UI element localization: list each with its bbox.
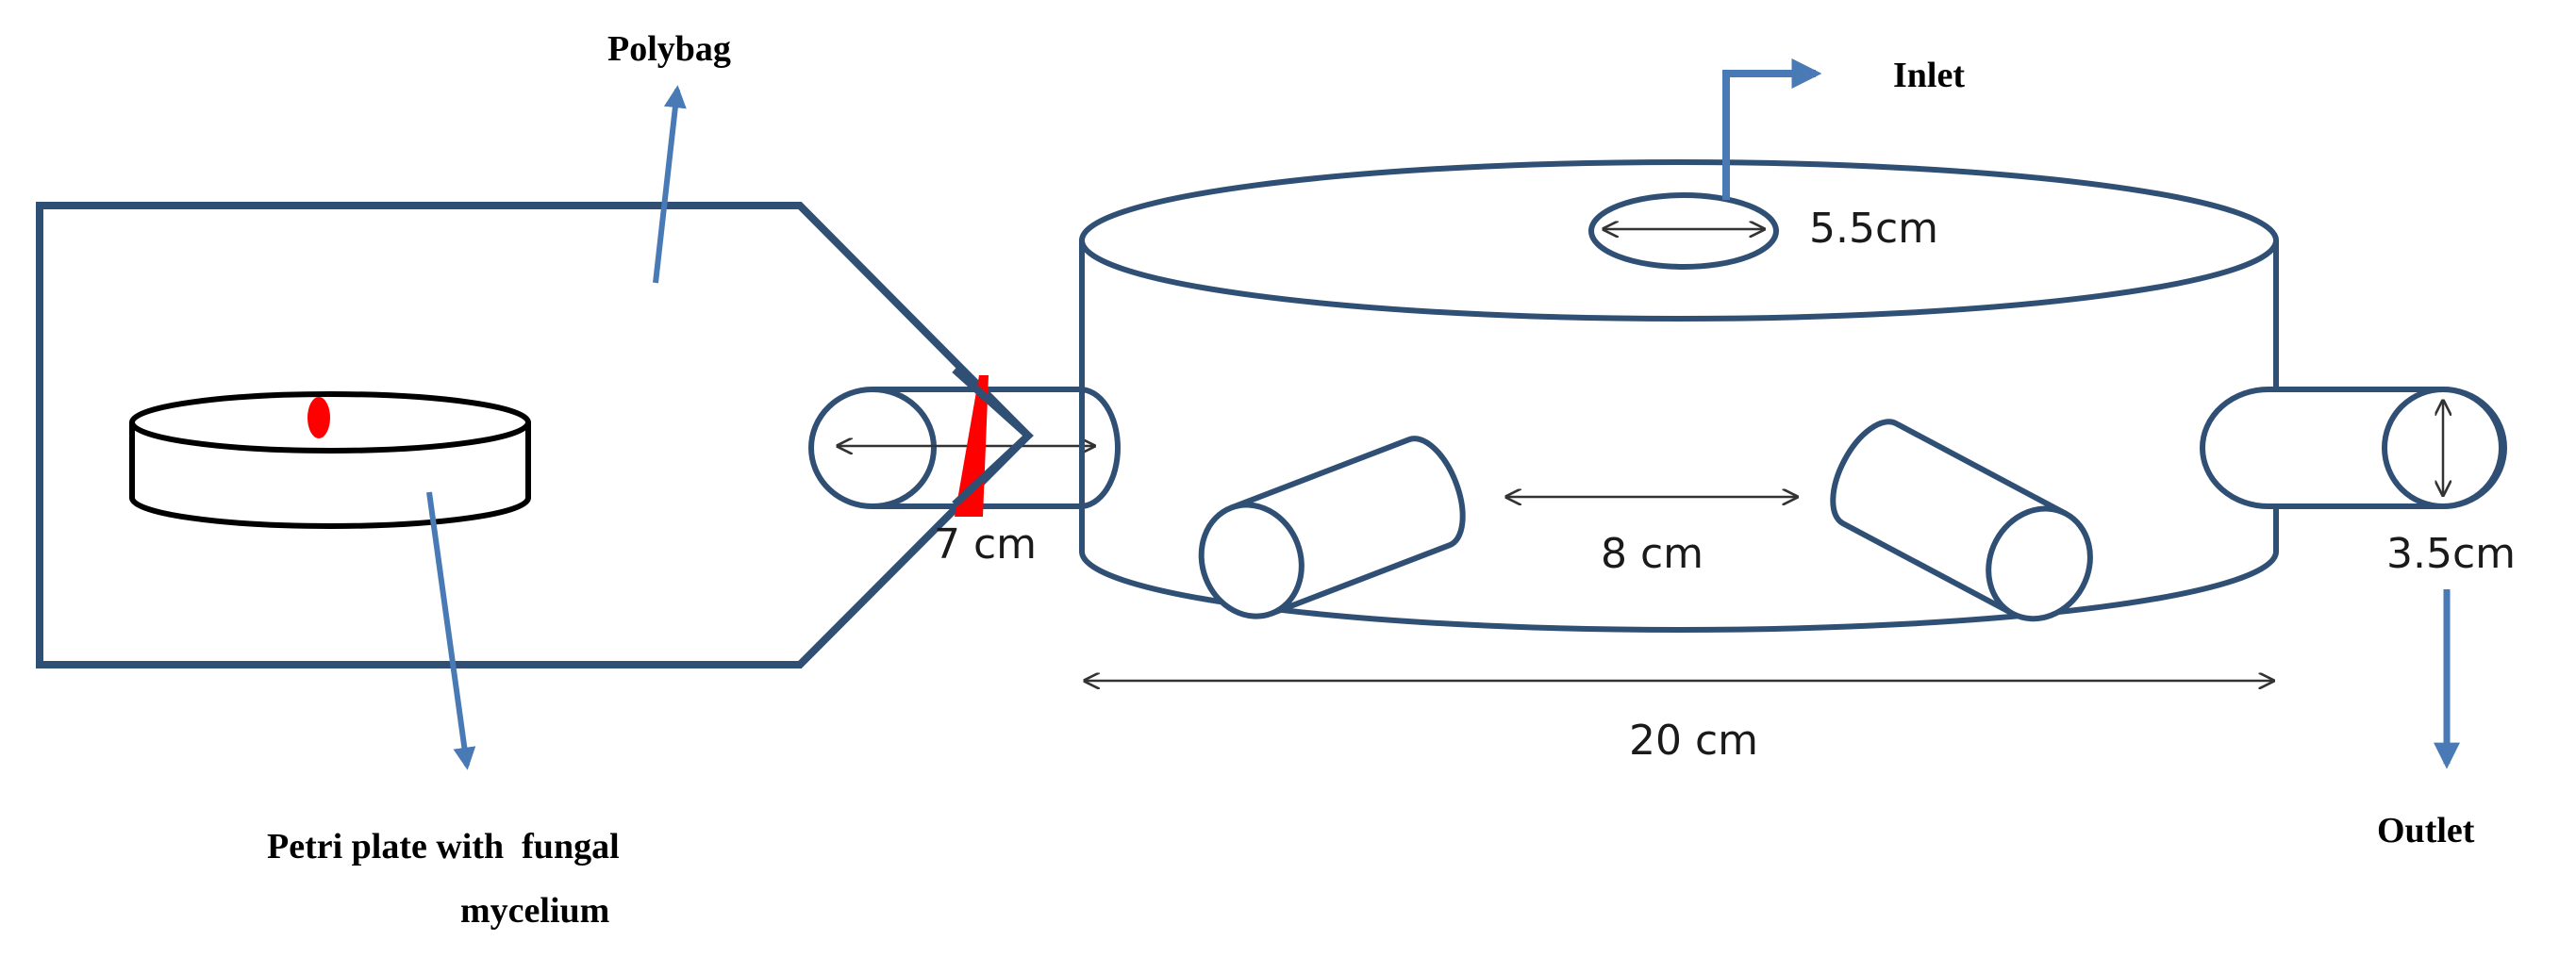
petri-pointer-arrow	[426, 491, 476, 770]
petri-plate	[129, 391, 531, 529]
polybag-pointer-arrow	[653, 85, 687, 284]
inlet-diameter-label: 5.5cm	[1809, 205, 1938, 253]
fungal-inoculum-spot	[307, 397, 330, 438]
chamber-width-label: 20 cm	[1629, 717, 1758, 765]
petri-label-line1: Petri plate with fungal	[267, 827, 620, 866]
side-spacing-label: 8 cm	[1601, 530, 1703, 578]
polybag-label: Polybag	[607, 29, 731, 69]
outlet-label: Outlet	[2377, 811, 2475, 850]
inlet-label: Inlet	[1893, 56, 1965, 95]
polybag-tip	[952, 367, 1034, 507]
outlet-diameter-label: 3.5cm	[2386, 530, 2516, 578]
inlet-flow-arrow	[1722, 58, 1822, 200]
left-connector-pipe	[808, 387, 1121, 509]
outlet-pipe	[2200, 387, 2507, 509]
side-tube-left	[1198, 436, 1466, 619]
inlet-port	[1588, 192, 1779, 270]
petri-label-line2: mycelium	[460, 891, 609, 931]
side-tube-right	[1830, 419, 2093, 622]
left-pipe-length-label: 7 cm	[934, 520, 1037, 569]
polybag-outline	[36, 202, 1034, 668]
